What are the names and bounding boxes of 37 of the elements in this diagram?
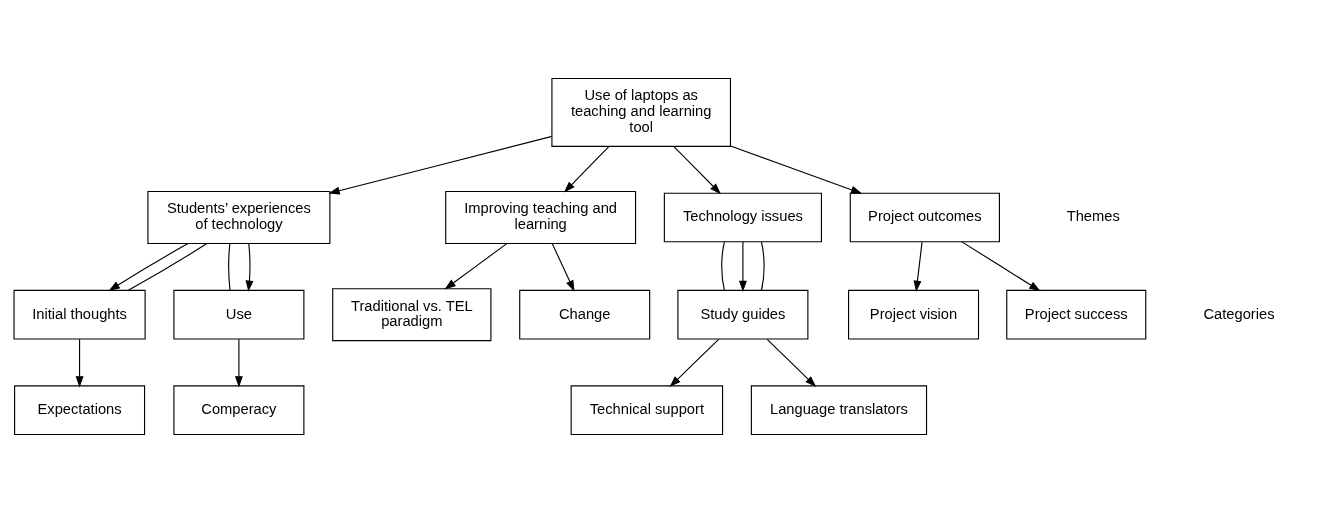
node-box: Initial thoughts bbox=[13, 289, 146, 340]
arrow bbox=[75, 338, 84, 388]
node-box: Use of laptops as teaching and learning tool bbox=[551, 77, 732, 147]
arrow bbox=[444, 242, 508, 289]
node-box: Technology issues bbox=[663, 192, 822, 242]
node-box: Project success bbox=[1006, 289, 1147, 340]
label: Categories bbox=[1203, 305, 1275, 322]
arrow bbox=[551, 242, 575, 292]
connector bbox=[721, 241, 725, 291]
arrow bbox=[738, 241, 747, 292]
arrow bbox=[961, 240, 1041, 291]
arrow bbox=[673, 145, 721, 194]
node-box: Project outcomes bbox=[849, 192, 1000, 242]
label: Themes bbox=[1066, 207, 1120, 224]
arrow bbox=[730, 144, 863, 194]
arrow bbox=[108, 242, 189, 291]
node-box: Project vision bbox=[848, 289, 980, 340]
arrow bbox=[563, 145, 610, 193]
connector bbox=[760, 241, 765, 291]
node-box: Improving teaching and learning bbox=[445, 190, 637, 244]
node-box: Language translators bbox=[750, 384, 928, 435]
connector bbox=[228, 242, 231, 291]
node-box: Students’ experiences of technology bbox=[147, 190, 331, 244]
arrow bbox=[913, 241, 923, 292]
arrow bbox=[766, 338, 817, 387]
arrow bbox=[669, 338, 720, 387]
node-box: Study guides bbox=[677, 289, 809, 340]
node-box: Traditional vs. TEL paradigm bbox=[332, 287, 492, 341]
node-box: Technical support bbox=[570, 384, 724, 435]
node-box: Comperacy bbox=[173, 384, 305, 435]
node-box: Use bbox=[173, 289, 305, 340]
arrow bbox=[245, 242, 254, 292]
arrow bbox=[328, 135, 553, 195]
node-box: Change bbox=[519, 289, 651, 340]
node-box: Expectations bbox=[14, 384, 146, 435]
connector bbox=[127, 242, 208, 291]
arrow bbox=[234, 338, 243, 388]
